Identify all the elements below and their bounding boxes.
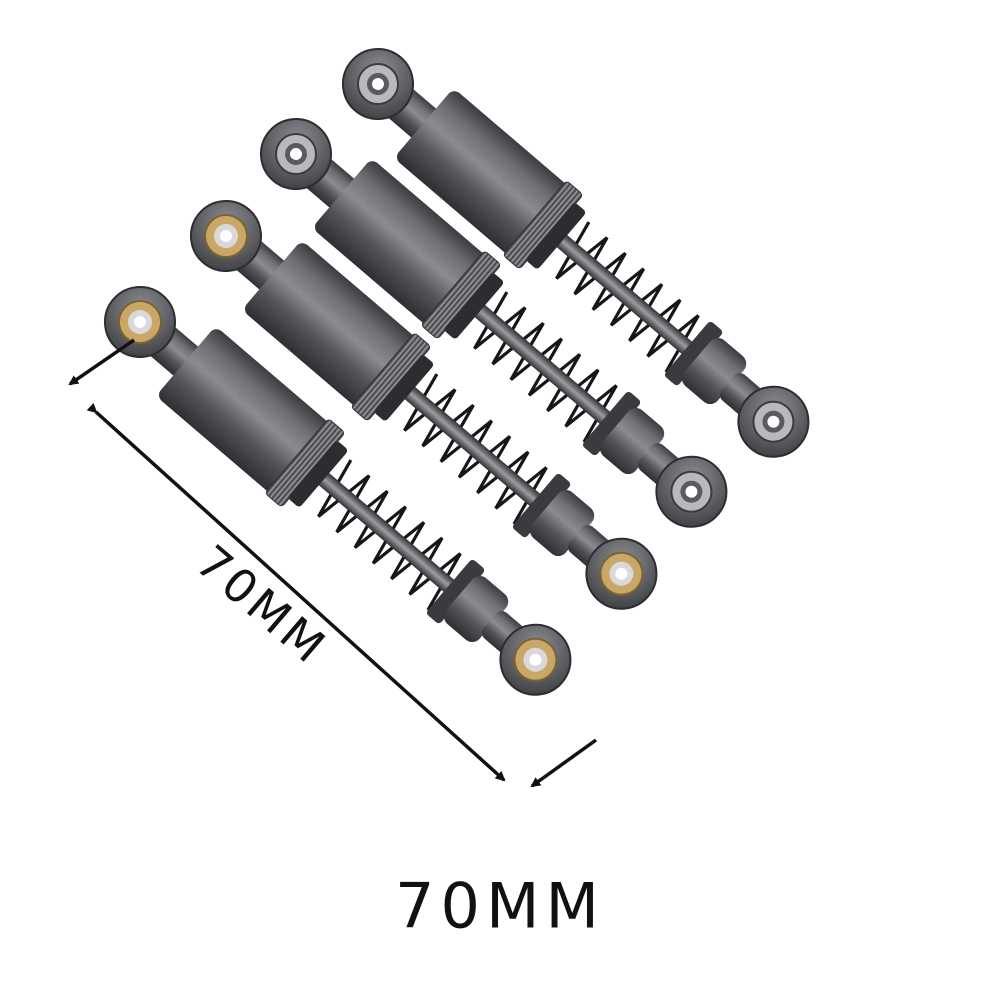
dimension-lines xyxy=(68,338,598,788)
size-caption: 70MM xyxy=(395,869,605,943)
